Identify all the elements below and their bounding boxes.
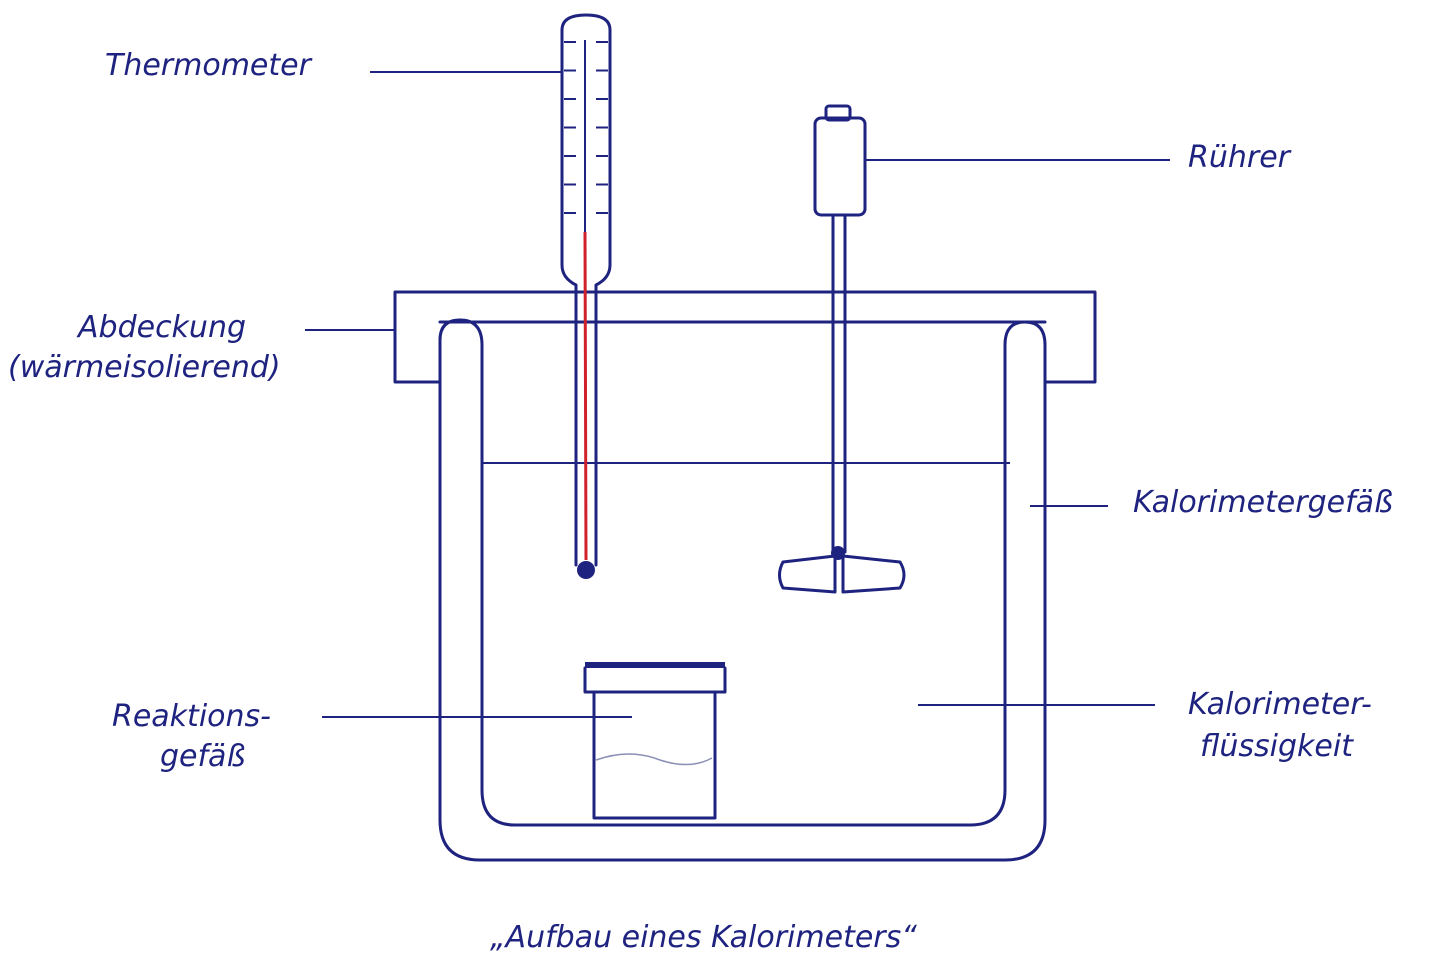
cover-abdeckung [393, 290, 1097, 384]
label-thermometer: Thermometer [105, 48, 313, 83]
stirrer [778, 104, 906, 594]
leader-lines [305, 71, 1170, 718]
thermometer [560, 13, 612, 579]
outer-vessel [438, 318, 1047, 862]
mercury-column [583, 231, 588, 561]
label-kalorimetergefaess: Kalorimetergefäß [1133, 485, 1393, 520]
label-fluessigkeit-2: flüssigkeit [1200, 729, 1354, 764]
label-fluessigkeit-1: Kalorimeter- [1188, 687, 1372, 722]
reaction-vessel [583, 662, 727, 820]
label-reaktionsgefaess-2: gefäß [160, 739, 245, 774]
thermometer-bulb [577, 561, 595, 579]
caption: „Aufbau eines Kalorimeters“ [490, 920, 917, 955]
label-ruehrer: Rührer [1188, 140, 1292, 175]
label-abdeckung: Abdeckung [76, 310, 246, 345]
label-abdeckung-note: (wärmeisolierend) [8, 350, 281, 385]
label-reaktionsgefaess-1: Reaktions- [112, 699, 271, 734]
